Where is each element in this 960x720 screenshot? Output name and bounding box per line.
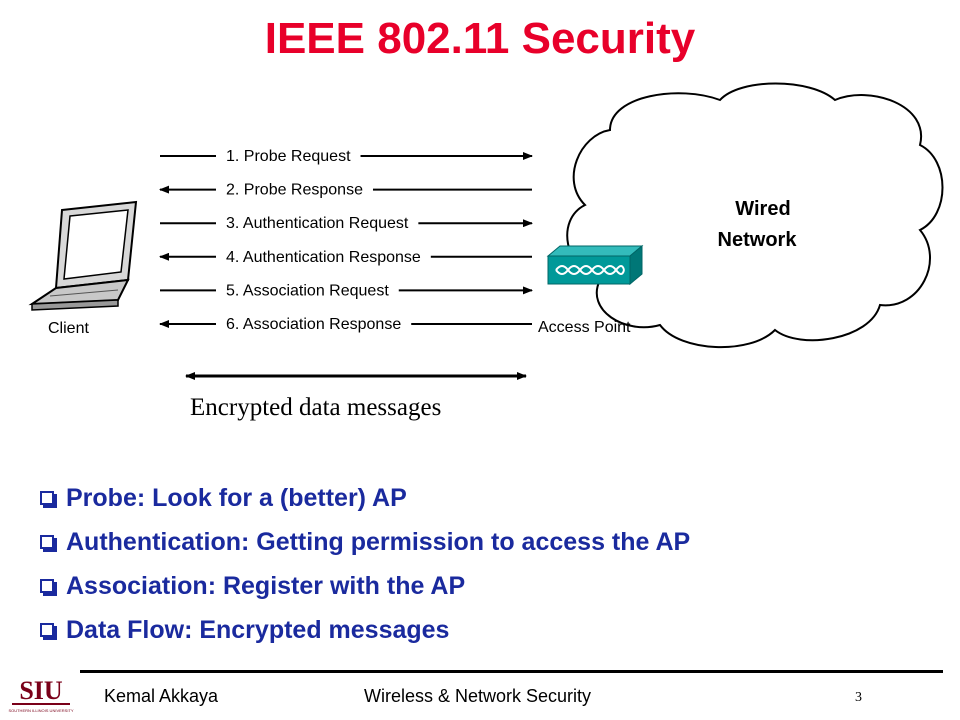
association-diagram: Wired Network Access Point Client 1. Pro… xyxy=(28,82,944,380)
message-label: 2. Probe Response xyxy=(226,182,363,199)
encrypted-data-label: Encrypted data messages xyxy=(190,394,442,421)
message-label: 5. Association Request xyxy=(226,282,389,299)
bullet-list: Probe: Look for a (better) AP Authentica… xyxy=(38,476,690,652)
bullet-item: Data Flow: Encrypted messages xyxy=(38,608,690,652)
bullet-text: Authentication: Getting permission to ac… xyxy=(66,527,691,556)
checkbox-bullet-icon xyxy=(40,623,54,637)
bullet-item: Association: Register with the AP xyxy=(38,564,690,608)
wired-network-cloud: Wired Network xyxy=(566,82,944,348)
message-row: 2. Probe Response xyxy=(159,182,532,199)
slide-title: IEEE 802.11 Security xyxy=(264,14,696,63)
network-label-line1: Wired xyxy=(735,198,790,220)
logo-caption: SOUTHERN ILLINOIS UNIVERSITY xyxy=(8,708,73,713)
bullet-item: Probe: Look for a (better) AP xyxy=(38,476,690,520)
checkbox-bullet-icon xyxy=(40,491,54,505)
checkbox-bullet-icon xyxy=(40,535,54,549)
access-point-icon xyxy=(546,244,644,286)
message-row: 3. Authentication Request xyxy=(160,215,533,232)
message-label: 1. Probe Request xyxy=(226,148,351,165)
message-list: 1. Probe Request 2. Probe Response 3. Auth… xyxy=(159,148,533,333)
footer-course: Wireless & Network Security xyxy=(364,686,592,706)
bullet-text: Probe: Look for a (better) AP xyxy=(66,483,407,512)
siu-logo: SIU SOUTHERN ILLINOIS UNIVERSITY xyxy=(8,672,74,718)
footer-divider xyxy=(80,670,943,673)
message-label: 3. Authentication Request xyxy=(226,215,409,232)
access-point-label: Access Point xyxy=(538,319,631,336)
message-row: 4. Authentication Response xyxy=(159,249,532,266)
bullet-item: Authentication: Getting permission to ac… xyxy=(38,520,690,564)
message-row: 1. Probe Request xyxy=(160,148,533,165)
message-label: 4. Authentication Response xyxy=(226,249,421,266)
bullet-text: Association: Register with the AP xyxy=(66,571,466,600)
logo-text: SIU xyxy=(19,676,63,705)
checkbox-bullet-icon xyxy=(40,579,54,593)
footer-author: Kemal Akkaya xyxy=(104,686,219,706)
page-number: 3 xyxy=(855,690,862,705)
network-label-line2: Network xyxy=(718,229,798,251)
client-label: Client xyxy=(48,320,89,337)
laptop-icon xyxy=(28,200,138,311)
message-row: 5. Association Request xyxy=(160,282,533,299)
message-row: 6. Association Response xyxy=(159,316,532,333)
message-label: 6. Association Response xyxy=(226,316,401,333)
bullet-text: Data Flow: Encrypted messages xyxy=(66,615,450,644)
